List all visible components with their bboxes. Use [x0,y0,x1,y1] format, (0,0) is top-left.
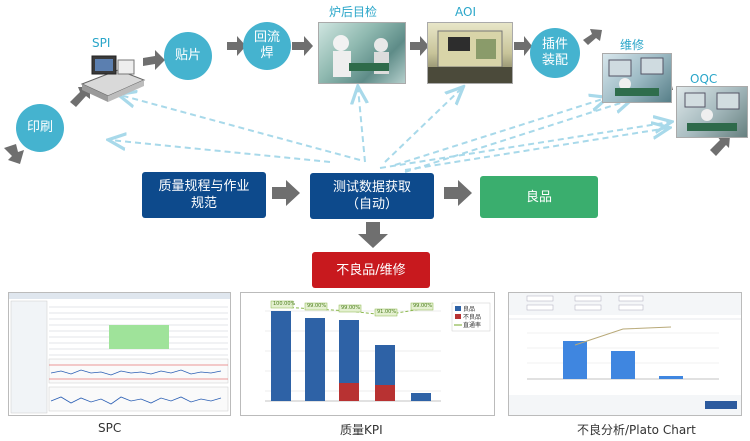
plato-bar-3 [659,376,683,379]
quality-standards-box: 质量规程与作业 规范 [142,172,266,218]
kpi-bar-2 [305,318,325,401]
kpi-percent-3: 99.00% [341,305,361,311]
spc-screenshot [8,292,231,416]
step-mount-label: 贴片 [174,48,201,63]
kpi-caption: 质量KPI [340,423,383,437]
spc-caption: SPC [98,421,122,435]
step-insert: 插件 装配 [530,28,580,78]
plato-caption: 不良分析/Plato Chart [577,423,696,437]
spi-machine-image [78,50,148,102]
visual-inspection-photo [318,22,406,84]
step-print: 印刷 [16,104,64,152]
kpi-chart [265,300,491,402]
good-product-label: 良品 [525,189,552,205]
step-aoi-label: AOI [455,5,476,19]
kpi-legend-defect: 不良品 [463,314,482,321]
kpi-legend-rate: 直通率 [463,322,482,329]
step-reflow-label: 回流 焊 [253,30,280,61]
good-product-box: 良品 [480,176,598,218]
step-visual-label: 炉后目检 [329,5,378,19]
step-print-label: 印刷 [26,120,53,135]
step-mount: 贴片 [164,32,212,80]
plato-bar-1 [563,341,587,379]
defect-repair-box: 不良品/维修 [312,252,430,288]
kpi-bar-5 [411,393,431,401]
repair-photo [602,53,672,103]
quality-standards-label: 质量规程与作业 规范 [158,179,250,211]
step-reflow: 回流 焊 [243,22,291,70]
plato-bar-2 [611,351,635,379]
kpi-percent-4: 91.00% [377,309,397,315]
kpi-percent-1: 100.00% [273,301,296,307]
kpi-bar-3-defect [339,383,359,401]
aoi-machine-photo [427,22,513,84]
defect-repair-label: 不良品/维修 [336,262,406,278]
plato-screenshot [508,292,742,416]
kpi-bar-3 [339,320,359,401]
oqc-photo [676,86,748,138]
test-data-box: 测试数据获取 （自动） [310,173,434,219]
test-data-label: 测试数据获取 （自动） [332,180,411,212]
step-repair-label: 维修 [620,38,645,52]
kpi-bar-1 [271,311,291,401]
kpi-screenshot: 100.00% 99.00% 99.00% 91.00% 99.00% 良品 不… [240,292,495,416]
kpi-percent-5: 99.00% [413,303,433,309]
kpi-legend-good: 良品 [463,306,476,313]
step-insert-label: 插件 装配 [541,37,568,68]
kpi-bar-4-defect [375,385,395,401]
step-oqc-label: OQC [690,72,718,86]
kpi-percent-2: 99.00% [307,303,327,309]
feedback-arrows [110,88,670,173]
plato-cumulative-line [574,326,672,346]
step-spi-label: SPI [92,36,111,50]
